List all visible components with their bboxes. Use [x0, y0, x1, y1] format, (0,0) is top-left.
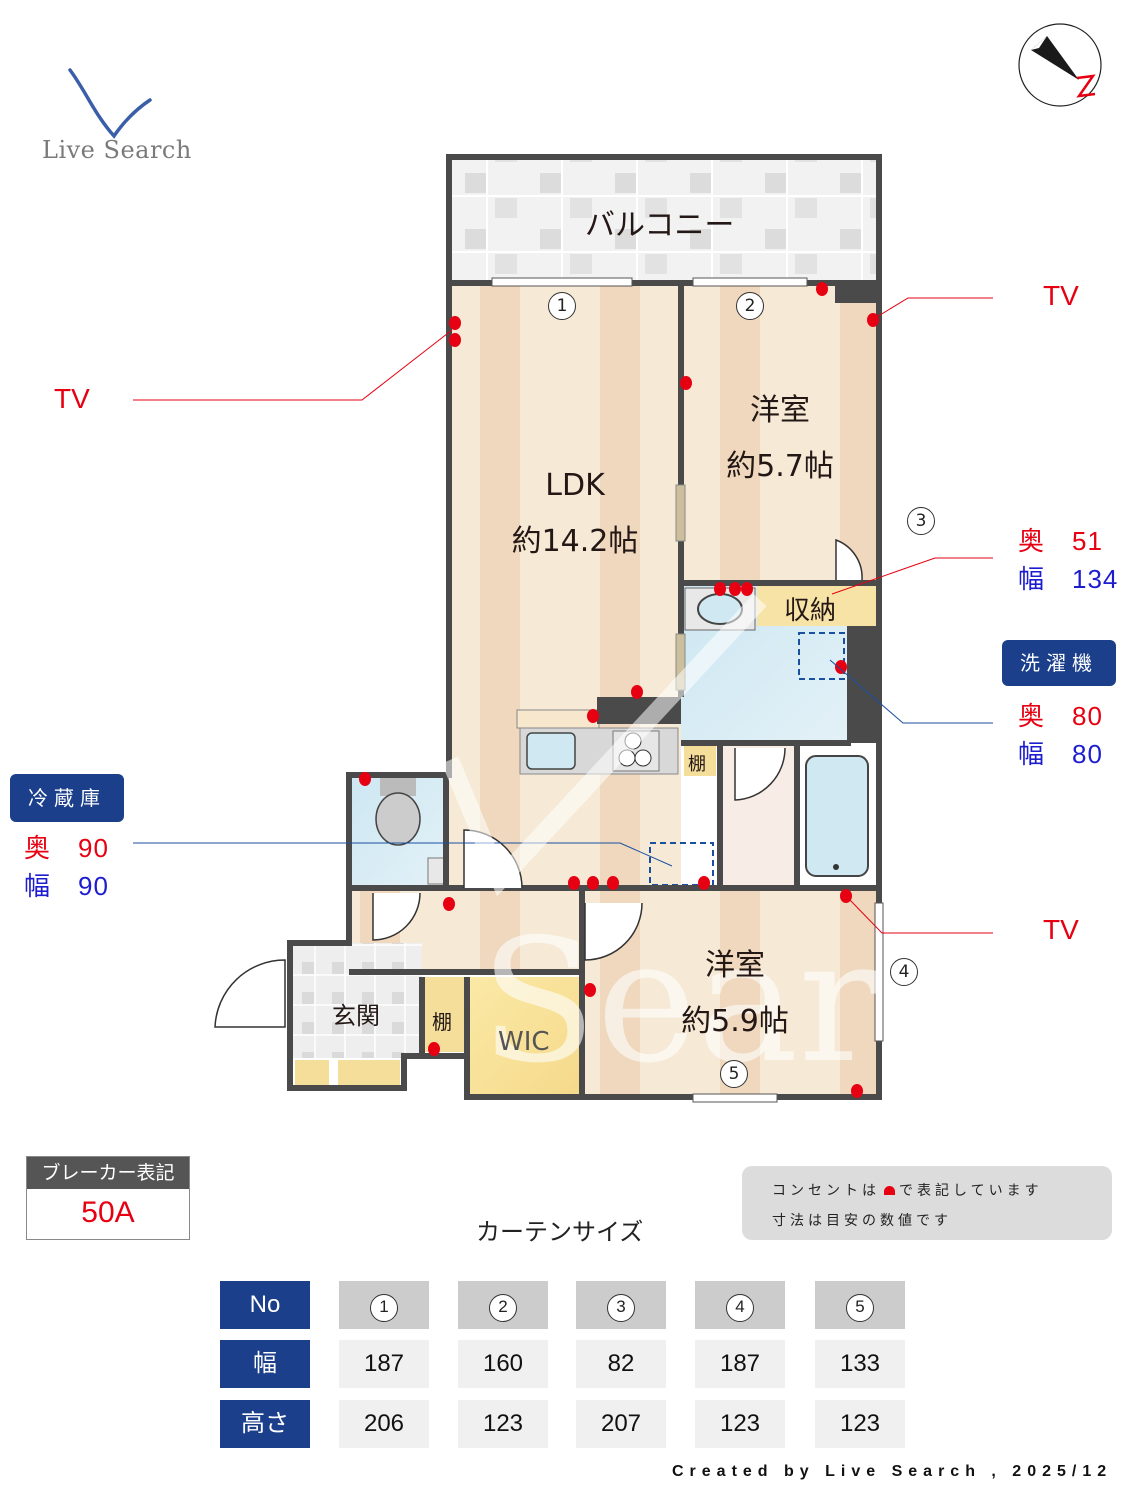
- curtain-height-1: 206: [339, 1400, 429, 1448]
- note-line2: 寸法は目安の数値です: [772, 1213, 952, 1229]
- breaker-box: ブレーカー表記 50A: [26, 1156, 190, 1240]
- curtain-width-5: 133: [815, 1340, 905, 1388]
- fridge-width-label: 幅: [24, 871, 52, 901]
- outlet-legend-icon: [884, 1186, 895, 1195]
- breaker-label: ブレーカー表記: [27, 1157, 189, 1189]
- note-line1-b: で表記しています: [899, 1183, 1043, 1199]
- wic-label: WIC: [498, 1027, 550, 1057]
- ldk-area: 約14.2帖: [511, 523, 639, 559]
- curtain-no-3: 3: [576, 1281, 666, 1329]
- curtain-no-2-label: 2: [489, 1294, 517, 1322]
- window-number-4: 4: [890, 958, 918, 986]
- fridge-dimensions: 奥 90 幅 90: [24, 829, 109, 905]
- legend-note: コンセントは で表記しています 寸法は目安の数値です: [742, 1166, 1112, 1240]
- window-number-1: 1: [548, 292, 576, 320]
- curtain-height-3: 207: [576, 1400, 666, 1448]
- floor-plan: Sear バルコニー LDK 約14.2帖 洋室 約5.7帖 洋室 約5.9帖 …: [10, 154, 1118, 1103]
- curtain-no-4: 4: [695, 1281, 785, 1329]
- storage-label: 収納: [784, 596, 837, 626]
- washer-depth: 80: [1072, 701, 1103, 731]
- logo-v-icon: [68, 68, 152, 139]
- curtain-width-3: 82: [576, 1340, 666, 1388]
- curtain-no-5: 5: [815, 1281, 905, 1329]
- storage-depth-label: 奥: [1018, 526, 1046, 556]
- curtain-height-2: 123: [458, 1400, 548, 1448]
- washer-width: 80: [1072, 739, 1103, 769]
- footer-credit: Created by Live Search , 2025/12: [672, 1463, 1113, 1480]
- row-header-width: 幅: [220, 1340, 310, 1388]
- storage-depth: 51: [1072, 526, 1103, 556]
- shelf-label-1: 棚: [688, 754, 706, 775]
- logo-text: Live Search: [42, 136, 192, 164]
- storage-width: 134: [1072, 564, 1119, 594]
- western-room-2-name: 洋室: [705, 948, 765, 983]
- curtain-height-4: 123: [695, 1400, 785, 1448]
- curtain-no-3-label: 3: [607, 1294, 635, 1322]
- shelf-label-2: 棚: [432, 1010, 452, 1034]
- window-number-2: 2: [736, 292, 764, 320]
- curtain-size-title: カーテンサイズ: [476, 1218, 644, 1246]
- curtain-no-2: 2: [458, 1281, 548, 1329]
- western-room-2-label: 洋室 約5.9帖: [665, 938, 805, 1049]
- curtain-height-5: 123: [815, 1400, 905, 1448]
- window-number-3: 3: [907, 507, 935, 535]
- curtain-no-5-label: 5: [846, 1294, 874, 1322]
- compass-north-icon: [1018, 23, 1102, 107]
- row-header-height: 高さ: [220, 1400, 310, 1448]
- fridge-depth: 90: [78, 833, 109, 863]
- curtain-no-4-label: 4: [726, 1294, 754, 1322]
- storage-width-label: 幅: [1018, 564, 1046, 594]
- ldk-name: LDK: [545, 468, 605, 503]
- tv-callout-right-bottom: TV: [1043, 914, 1079, 945]
- western-room-2-area: 約5.9帖: [681, 1003, 789, 1039]
- entrance-label: 玄関: [332, 1002, 380, 1030]
- western-room-1-label: 洋室 約5.7帖: [710, 383, 850, 494]
- fridge-width: 90: [78, 871, 109, 901]
- fridge-tag: 冷蔵庫: [10, 774, 124, 822]
- fridge-depth-label: 奥: [24, 833, 52, 863]
- curtain-no-1-label: 1: [370, 1294, 398, 1322]
- tv-callout-right-top: TV: [1043, 280, 1079, 311]
- washer-tag: 洗濯機: [1002, 640, 1116, 686]
- washer-dimensions: 奥 80 幅 80: [1018, 697, 1103, 773]
- row-header-no: No: [220, 1281, 310, 1329]
- curtain-width-1: 187: [339, 1340, 429, 1388]
- ldk-label: LDK 約14.2帖: [500, 458, 650, 569]
- washer-width-label: 幅: [1018, 739, 1046, 769]
- western-room-1-name: 洋室: [750, 393, 810, 428]
- logo: [40, 60, 200, 170]
- storage-dimensions: 奥 51 幅 134: [1018, 522, 1118, 598]
- curtain-no-1: 1: [339, 1281, 429, 1329]
- balcony-label: バルコニー: [585, 208, 735, 243]
- curtain-width-4: 187: [695, 1340, 785, 1388]
- washer-depth-label: 奥: [1018, 701, 1046, 731]
- note-line1-a: コンセントは: [772, 1183, 880, 1199]
- tv-callout-left: TV: [54, 383, 90, 414]
- breaker-value: 50A: [81, 1196, 135, 1229]
- western-room-1-area: 約5.7帖: [726, 448, 834, 484]
- window-number-5: 5: [720, 1060, 748, 1088]
- compass: [1017, 22, 1103, 108]
- curtain-width-2: 160: [458, 1340, 548, 1388]
- svg-text:Sear: Sear: [480, 903, 880, 1101]
